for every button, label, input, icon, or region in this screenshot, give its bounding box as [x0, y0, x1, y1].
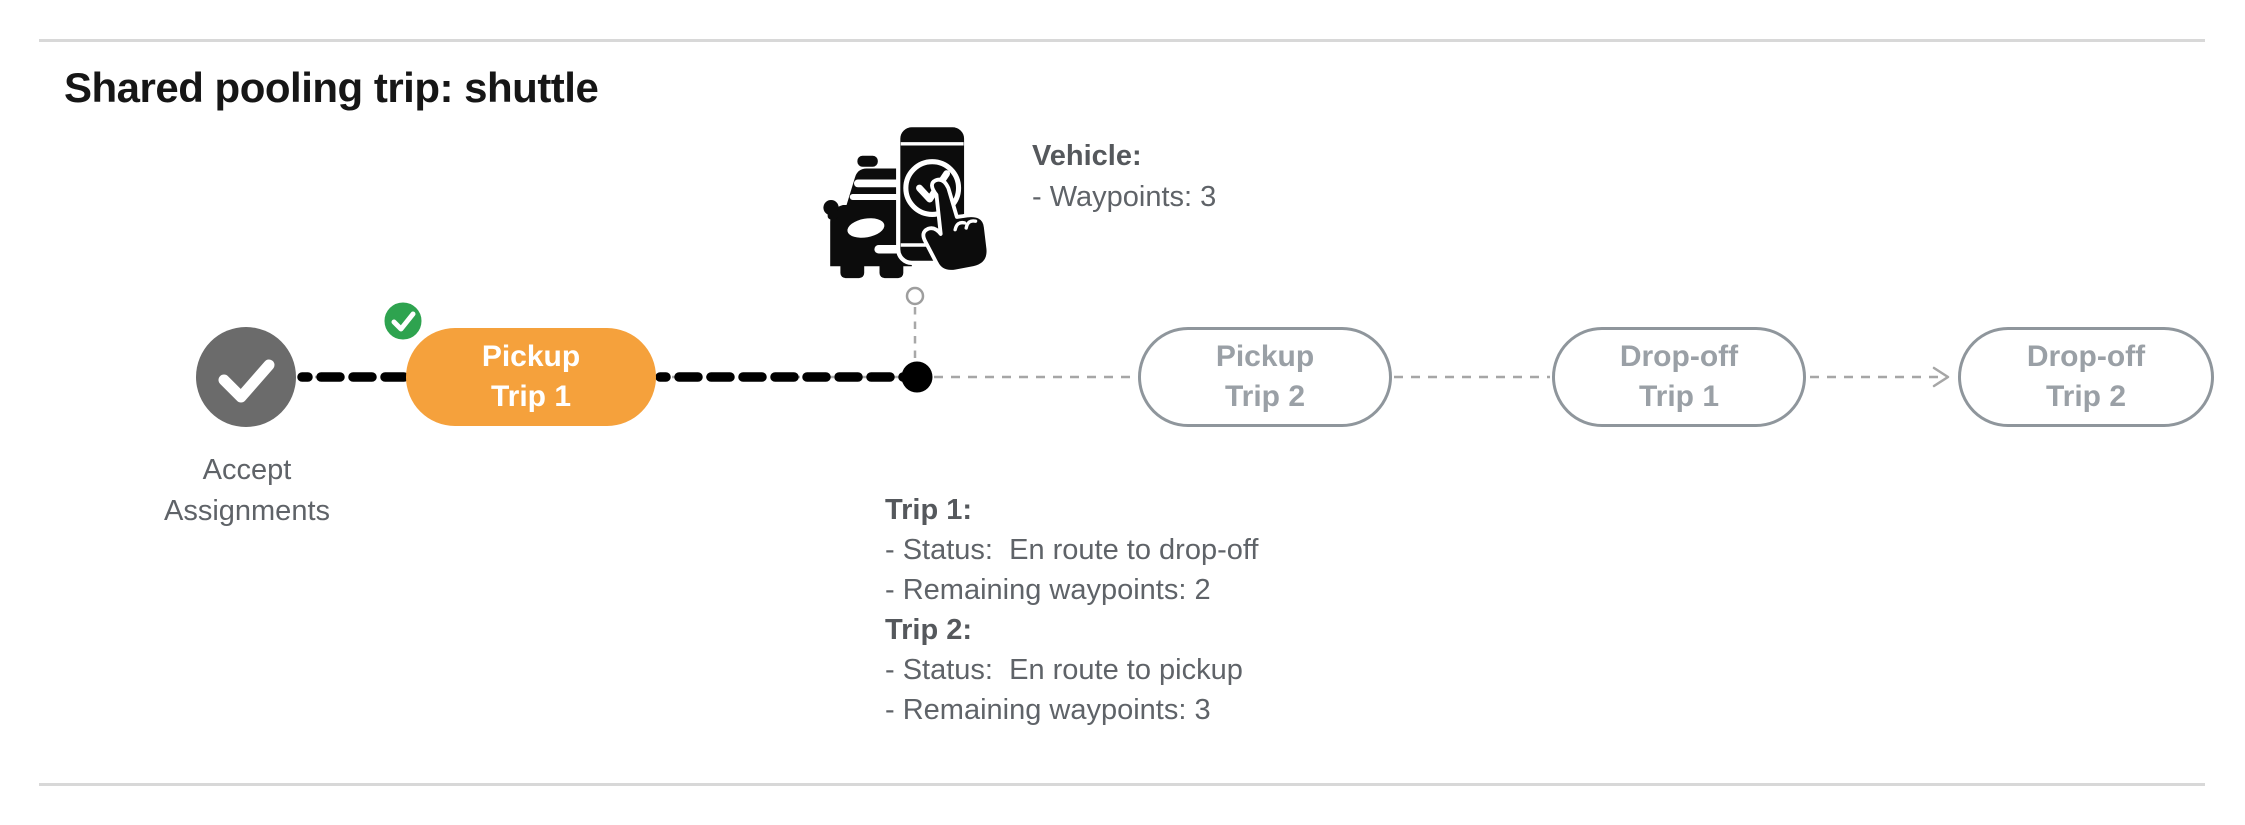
- vehicle-app-confirmation-icon: [820, 120, 991, 285]
- bottom-divider: [39, 783, 2205, 786]
- check-badge-icon: [381, 299, 425, 343]
- vehicle-anchor-circle: [905, 286, 925, 306]
- trip2-waypoints: - Remaining waypoints: 3: [885, 694, 1211, 726]
- trip1-title: Trip 1:: [885, 494, 973, 526]
- accept-assignments-label: Accept Assignments: [163, 454, 330, 527]
- vehicle-info-waypoints: - Waypoints: 3: [1032, 181, 1217, 213]
- node-dropoff-trip-1: Drop-off Trip 1: [1552, 327, 1806, 427]
- vehicle-info: Vehicle: - Waypoints: 3: [1032, 136, 1216, 218]
- top-divider: [39, 39, 2205, 42]
- node-pickup-trip-1: Pickup Trip 1: [406, 328, 656, 426]
- current-position-dot: [901, 361, 933, 393]
- trip1-status: - Status: En route to drop-off: [885, 534, 1259, 566]
- node-dropoff-trip-2: Drop-off Trip 2: [1958, 327, 2214, 427]
- vehicle-info-heading: Vehicle:: [1032, 140, 1142, 172]
- page-title: Shared pooling trip: shuttle: [64, 64, 599, 111]
- check-icon: [196, 327, 296, 427]
- trip1-waypoints: - Remaining waypoints: 2: [885, 574, 1211, 606]
- trip-status-panel: Trip 1: - Status: En route to drop-off -…: [885, 490, 1258, 730]
- node-pickup-trip-2: Pickup Trip 2: [1138, 327, 1392, 427]
- trip2-status: - Status: En route to pickup: [885, 654, 1243, 686]
- arrow-right-icon: [1932, 366, 1950, 388]
- trip2-title: Trip 2:: [885, 614, 973, 646]
- accept-assignments-node: [196, 327, 296, 427]
